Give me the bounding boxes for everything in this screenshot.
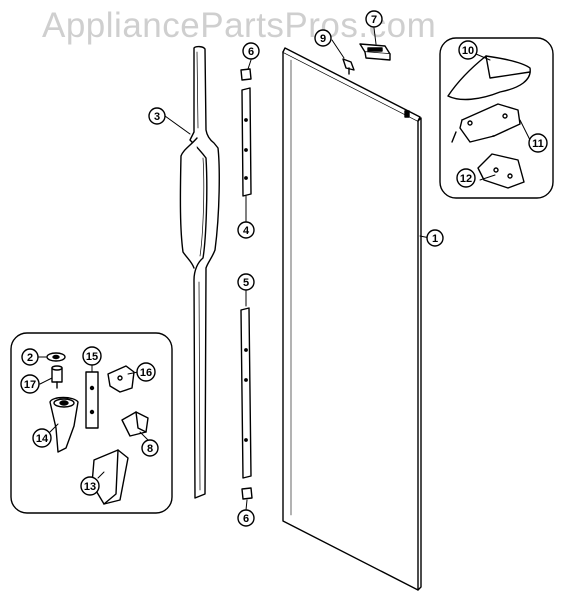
inset-hinge-box xyxy=(439,37,554,199)
stop-bracket xyxy=(107,365,135,393)
hinge-cover-bottom xyxy=(91,449,129,505)
svg-text:11: 11 xyxy=(532,138,544,150)
callout-9: 9 xyxy=(314,29,332,47)
lower-trim-strip xyxy=(240,307,252,479)
svg-text:7: 7 xyxy=(371,14,377,26)
callout-6-top: 6 xyxy=(242,42,260,60)
hinge-bracket xyxy=(451,103,521,143)
hinge-cover xyxy=(447,55,531,101)
svg-text:13: 13 xyxy=(84,481,96,493)
callout-2: 2 xyxy=(21,348,39,366)
washer xyxy=(46,352,66,362)
callout-15: 15 xyxy=(82,346,102,366)
svg-text:16: 16 xyxy=(140,367,152,379)
top-hinge-hardware xyxy=(342,43,391,75)
svg-text:1: 1 xyxy=(432,233,438,245)
callout-17: 17 xyxy=(20,374,40,394)
bottom-hinge xyxy=(49,396,79,453)
svg-text:6: 6 xyxy=(248,46,254,58)
callout-5: 5 xyxy=(237,273,255,291)
callout-6-bottom: 6 xyxy=(237,509,255,527)
svg-text:14: 14 xyxy=(36,433,49,445)
callout-13: 13 xyxy=(80,476,100,496)
inset-bottom-hinge-box xyxy=(10,332,173,514)
mounting-plate xyxy=(85,371,99,429)
upper-trim-strip xyxy=(241,87,252,197)
callout-3: 3 xyxy=(148,107,166,125)
svg-text:4: 4 xyxy=(243,225,250,237)
svg-text:3: 3 xyxy=(154,111,160,123)
callout-10: 10 xyxy=(458,40,478,60)
callout-12: 12 xyxy=(456,168,476,188)
end-cap-top xyxy=(240,68,252,81)
callout-16: 16 xyxy=(136,362,156,382)
svg-text:6: 6 xyxy=(243,513,249,525)
svg-text:2: 2 xyxy=(27,352,33,364)
callout-7: 7 xyxy=(365,10,383,28)
callout-4: 4 xyxy=(237,221,255,239)
callouts: 1 2 3 4 5 6 6 7 8 9 10 11 12 13 14 15 16… xyxy=(20,10,548,527)
svg-text:5: 5 xyxy=(243,277,249,289)
svg-text:9: 9 xyxy=(320,33,326,45)
svg-text:17: 17 xyxy=(24,379,36,391)
callout-8: 8 xyxy=(141,439,159,457)
svg-text:8: 8 xyxy=(147,443,153,455)
angle-bracket xyxy=(121,411,149,437)
leader-lines xyxy=(35,27,531,511)
svg-text:12: 12 xyxy=(460,173,472,185)
callout-11: 11 xyxy=(528,133,548,153)
bushing xyxy=(51,365,63,389)
svg-text:15: 15 xyxy=(86,351,98,363)
hinge-plate xyxy=(477,153,525,189)
callout-1: 1 xyxy=(426,229,444,247)
callout-14: 14 xyxy=(32,428,52,448)
end-cap-bottom xyxy=(241,487,253,500)
svg-text:10: 10 xyxy=(462,45,474,57)
door-panel xyxy=(282,47,422,591)
door-handle xyxy=(179,45,220,499)
